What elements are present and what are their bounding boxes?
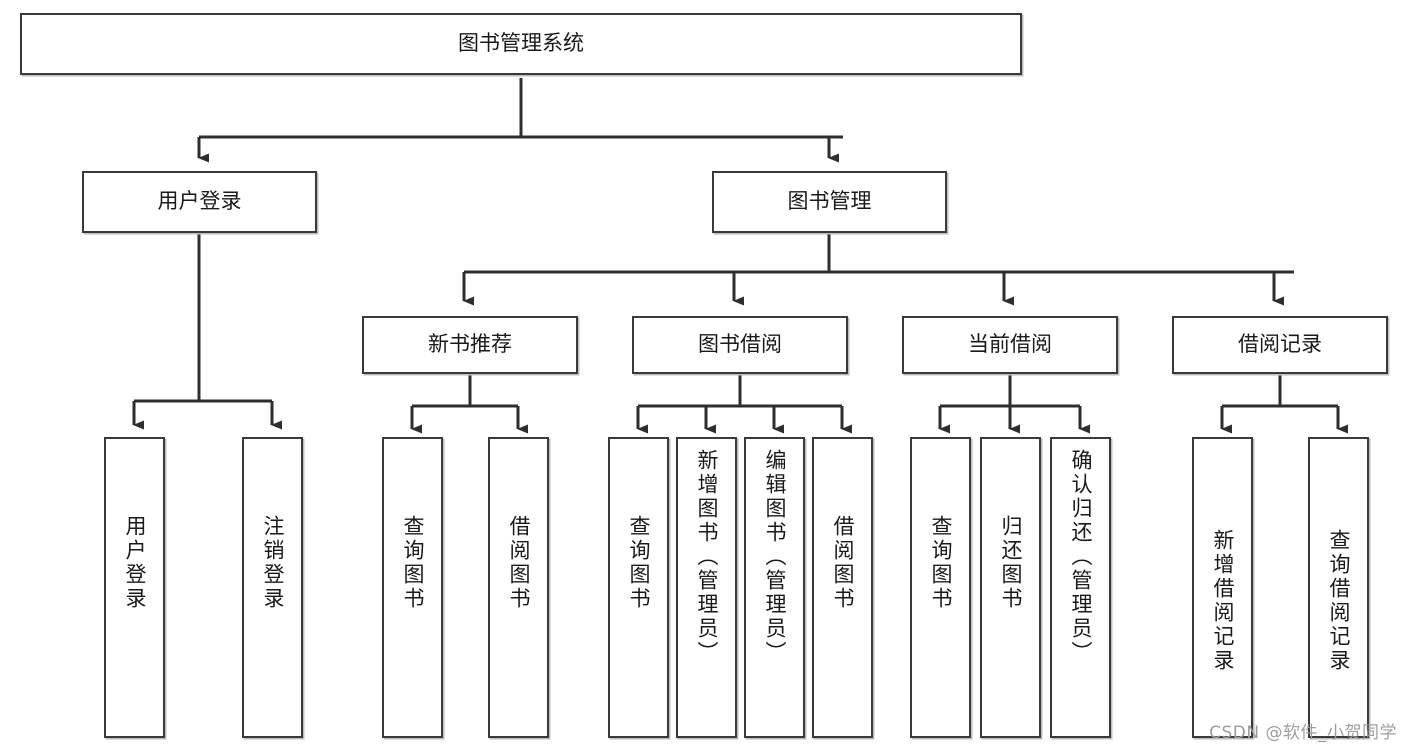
node-borrow-record[interactable]: 借阅记录 [1172,316,1388,374]
node-current-borrow[interactable]: 当前借阅 [902,316,1118,374]
node-label: 借阅图书 [831,515,855,611]
node-label: 新书推荐 [428,332,512,357]
node-label: 用户登录 [123,515,147,611]
node-leaf-query-book-borrow[interactable]: 查询图书 [608,437,669,738]
node-leaf-borrow-book[interactable]: 借阅图书 [812,437,873,738]
node-leaf-confirm-return-admin[interactable]: 确认归还（管理员） [1050,437,1111,738]
node-root-book-management-system[interactable]: 图书管理系统 [20,13,1022,75]
node-label: 借阅图书 [507,515,531,611]
node-label: 用户登录 [157,189,242,214]
node-book-management[interactable]: 图书管理 [712,171,947,233]
node-label: 确认归还（管理员） [1069,449,1093,665]
node-label: 图书管理系统 [458,31,584,56]
node-label: 编辑图书（管理员） [763,449,787,665]
node-label: 图书管理 [787,189,872,214]
node-label: 借阅记录 [1238,332,1322,357]
node-label: 新增图书（管理员） [695,449,719,665]
watermark-text: CSDN @软件_小贺同学 [1209,723,1397,743]
node-leaf-query-book-current[interactable]: 查询图书 [910,437,971,738]
node-leaf-user-login[interactable]: 用户登录 [104,437,165,738]
node-label: 新增借阅记录 [1211,529,1235,673]
node-leaf-add-borrow-record[interactable]: 新增借阅记录 [1192,437,1253,738]
node-label: 查询图书 [401,515,425,611]
node-leaf-add-book-admin[interactable]: 新增图书（管理员） [676,437,737,738]
node-label: 查询借阅记录 [1327,529,1351,673]
node-leaf-query-book-recommend[interactable]: 查询图书 [382,437,443,738]
node-leaf-edit-book-admin[interactable]: 编辑图书（管理员） [744,437,805,738]
node-label: 查询图书 [627,515,651,611]
node-label: 归还图书 [999,515,1023,611]
node-leaf-return-book[interactable]: 归还图书 [980,437,1041,738]
node-book-borrow[interactable]: 图书借阅 [632,316,848,374]
node-label: 图书借阅 [698,332,782,357]
node-leaf-query-borrow-record[interactable]: 查询借阅记录 [1308,437,1369,738]
node-label: 当前借阅 [968,332,1052,357]
node-leaf-logout-login[interactable]: 注销登录 [242,437,303,738]
node-label: 注销登录 [261,515,285,611]
node-new-book-recommend[interactable]: 新书推荐 [362,316,578,374]
node-label: 查询图书 [929,515,953,611]
node-leaf-borrow-book-recommend[interactable]: 借阅图书 [488,437,549,738]
node-user-login[interactable]: 用户登录 [82,171,317,233]
